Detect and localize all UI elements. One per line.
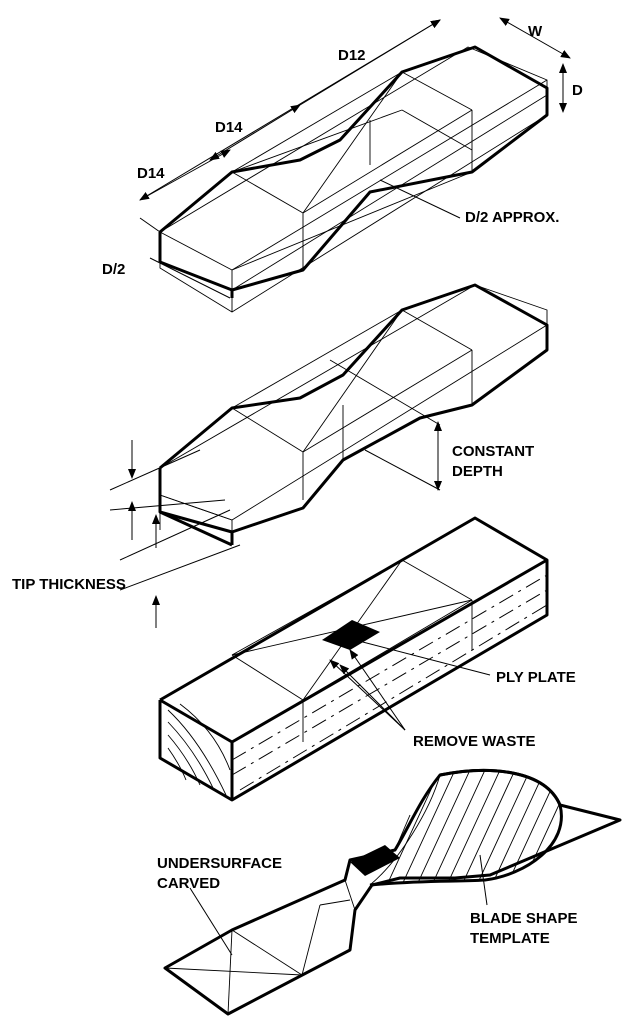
label-undersurface-line2: CARVED (157, 875, 220, 892)
ply-plate-carved (350, 845, 400, 876)
stage-3-block-outline (158, 516, 549, 802)
label-blade-template-line2: TEMPLATE (470, 930, 550, 947)
label-w: W (528, 23, 543, 40)
stage-3-top-face-lines (231, 559, 473, 742)
label-constant-depth-line1: CONSTANT (452, 443, 534, 460)
label-blade-template-line1: BLADE SHAPE (470, 910, 578, 927)
label-d: D (572, 82, 583, 99)
stage-1-blade-outline (158, 45, 549, 298)
label-d14-upper: D14 (215, 119, 243, 136)
label-ply-plate: PLY PLATE (496, 669, 576, 686)
stage-1-twist-lines (231, 71, 548, 291)
label-constant-depth-line2: DEPTH (452, 463, 503, 480)
stage-3-wood-block: PLY PLATE REMOVE WASTE (158, 516, 576, 802)
stage-2-blade-outline (158, 283, 549, 547)
label-tip-thickness: TIP THICKNESS (12, 576, 126, 593)
stage-4-leaders (189, 854, 488, 956)
label-remove-waste: REMOVE WASTE (413, 733, 536, 750)
wood-grain-lines (231, 574, 548, 791)
stage-2-constant-depth-blank: CONSTANT DEPTH TIP THICKNESS (12, 283, 549, 628)
stage-1-dimension-lines (139, 17, 571, 299)
label-d-half: D/2 (102, 261, 125, 278)
label-undersurface-line1: UNDERSURFACE (157, 855, 282, 872)
label-d12: D12 (338, 47, 366, 64)
stage-4-detail-lines (164, 774, 441, 1015)
stage-3-leaders (329, 639, 491, 731)
stage-2-dimension-lines (109, 421, 442, 628)
stage-4-carved-blade: UNDERSURFACE CARVED BLADE SHAPE TEMPLATE (157, 768, 622, 1016)
stage-2-box-outline (159, 284, 548, 545)
label-d14-lower: D14 (137, 165, 165, 182)
stage-1-dimensioned-blank: W D12 D D14 D14 D/2 D/2 APPROX. (102, 17, 583, 313)
label-d-half-approx: D/2 APPROX. (465, 209, 559, 226)
blade-template-outline (369, 768, 563, 887)
stage-4-blade-outline (163, 768, 622, 1016)
end-grain-arcs (167, 703, 231, 796)
stage-1-box-outline (159, 46, 548, 313)
ply-plate (322, 620, 380, 650)
